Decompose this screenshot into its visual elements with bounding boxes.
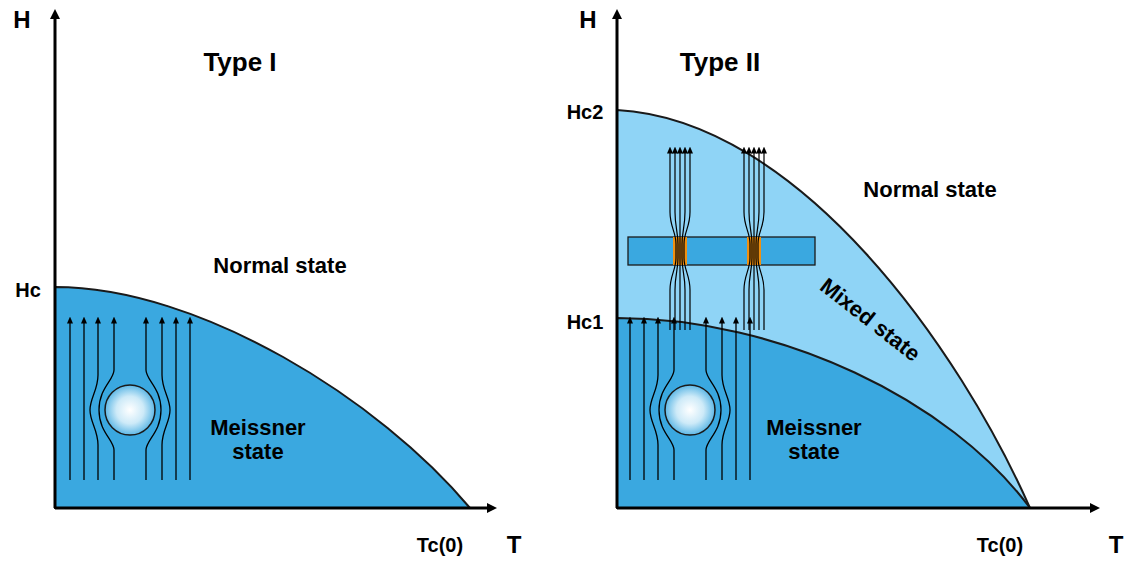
field-tick-label: Hc1	[567, 311, 604, 333]
temperature-tick-label: Tc(0)	[417, 534, 463, 556]
axis-label: T	[1109, 532, 1124, 558]
axis-label: H	[13, 7, 30, 33]
axis-label: T	[507, 532, 522, 558]
axis-label: H	[579, 7, 596, 33]
region-label: Meissner state	[198, 416, 318, 464]
field-tick-label: Hc	[15, 279, 41, 301]
panel-title: Type II	[680, 48, 760, 77]
panel-title: Type I	[203, 48, 276, 77]
temperature-tick-label: Tc(0)	[977, 534, 1023, 556]
region-label: Meissner state	[759, 416, 869, 464]
region-label: Normal state	[863, 178, 996, 202]
field-tick-label: Hc2	[567, 101, 604, 123]
region-label: Normal state	[213, 254, 346, 278]
